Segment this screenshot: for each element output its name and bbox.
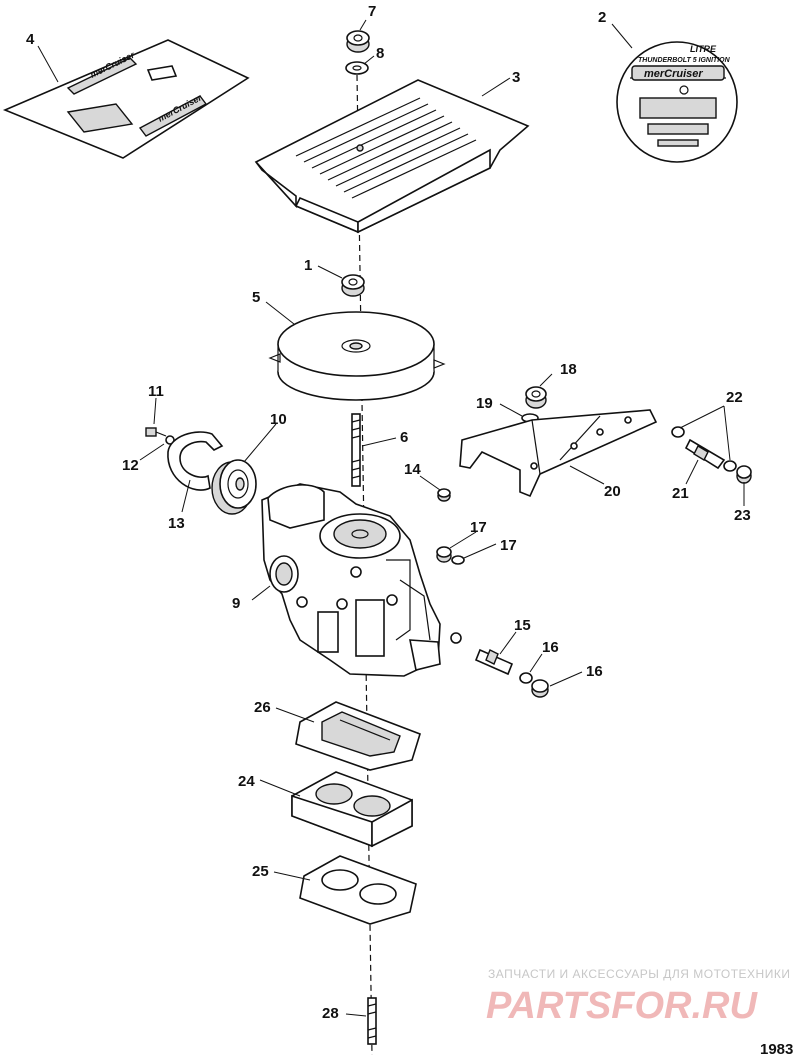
callout-19: 18 bbox=[560, 361, 577, 378]
callout-labels: 7 8 3 2 4 1 5 6 11 12 13 10 14 9 17 17 1… bbox=[26, 3, 751, 1022]
part-17-washer-upper bbox=[451, 555, 465, 565]
round-decal-brand: merCruiser bbox=[644, 68, 703, 80]
round-decal-line1: LITRE bbox=[690, 44, 717, 54]
part-22-stud bbox=[684, 438, 726, 470]
callout-21: 20 bbox=[604, 483, 621, 500]
callout-25: 24 bbox=[238, 773, 255, 790]
callout-26: 25 bbox=[252, 863, 269, 880]
part-5-air-cleaner bbox=[268, 311, 446, 401]
callout-2: 2 bbox=[598, 9, 606, 26]
callout-24: 23 bbox=[734, 507, 751, 524]
part-16-nut bbox=[531, 679, 549, 698]
part-15-stud bbox=[450, 632, 514, 676]
part-21-bracket bbox=[459, 409, 658, 498]
callout-1: 1 bbox=[304, 257, 312, 274]
part-11-screw bbox=[145, 427, 167, 437]
part-9-carburetor bbox=[261, 483, 441, 677]
part-3-engine-cover bbox=[254, 79, 530, 234]
part-10-choke bbox=[211, 459, 257, 515]
callout-4: 4 bbox=[26, 31, 35, 48]
part-19-nut bbox=[525, 386, 547, 409]
part-27-gasket bbox=[295, 701, 421, 771]
callout-13: 13 bbox=[168, 515, 185, 532]
callout-16-label: 16 bbox=[586, 663, 603, 680]
callout-17-lower: 16 bbox=[542, 639, 559, 656]
part-2-round-decal: LITRE THUNDERBOLT 5 IGNITION merCruiser bbox=[616, 41, 738, 163]
part-24-nut bbox=[736, 465, 752, 484]
callout-5: 5 bbox=[252, 289, 260, 306]
watermark: ЗАПЧАСТИ И АКСЕССУАРЫ ДЛЯ МОТОТЕХНИКИ PA… bbox=[486, 967, 790, 1027]
callout-22: 21 bbox=[672, 485, 689, 502]
callout-10: 10 bbox=[270, 411, 287, 428]
part-18-nut bbox=[436, 546, 452, 563]
round-decal-line2: THUNDERBOLT 5 IGNITION bbox=[638, 57, 731, 64]
callout-12: 12 bbox=[122, 457, 139, 474]
watermark-tagline: ЗАПЧАСТИ И АКСЕССУАРЫ ДЛЯ МОТОТЕХНИКИ bbox=[488, 967, 790, 981]
callout-27: 26 bbox=[254, 699, 271, 716]
callout-17-upper: 17 bbox=[500, 537, 517, 554]
callout-15: 15 bbox=[514, 617, 531, 634]
part-1-nut bbox=[341, 274, 365, 297]
part-25-spacer bbox=[291, 771, 413, 848]
callout-18: 17 bbox=[470, 519, 487, 536]
part-28-stud bbox=[367, 997, 377, 1045]
callout-6: 6 bbox=[400, 429, 408, 446]
callout-3: 3 bbox=[512, 69, 520, 86]
callout-8: 8 bbox=[376, 45, 384, 62]
part-6-stud bbox=[351, 413, 361, 487]
callout-28: 28 bbox=[322, 1005, 339, 1022]
part-23-washer-a bbox=[671, 426, 685, 438]
part-13-retaining-bracket bbox=[167, 431, 224, 491]
part-4-decal-sheet: merCruiser merCruiser bbox=[2, 39, 250, 159]
part-17-washer-lower bbox=[519, 672, 533, 684]
part-7-nut bbox=[346, 30, 370, 53]
watermark-brand: PARTSFOR.RU bbox=[486, 985, 758, 1027]
part-8-washer bbox=[345, 61, 369, 75]
callout-9: 9 bbox=[232, 595, 240, 612]
figure-number: 1983 bbox=[760, 1041, 793, 1058]
callout-23: 22 bbox=[726, 389, 743, 406]
part-23-washer-b bbox=[723, 460, 737, 472]
leader-lines bbox=[37, 19, 745, 1017]
callout-14: 14 bbox=[404, 461, 421, 478]
callout-11: 11 bbox=[148, 383, 164, 400]
callout-20: 19 bbox=[476, 395, 493, 412]
part-14-nut bbox=[437, 488, 451, 502]
callout-7: 7 bbox=[368, 3, 376, 20]
part-26-gasket bbox=[299, 855, 417, 925]
